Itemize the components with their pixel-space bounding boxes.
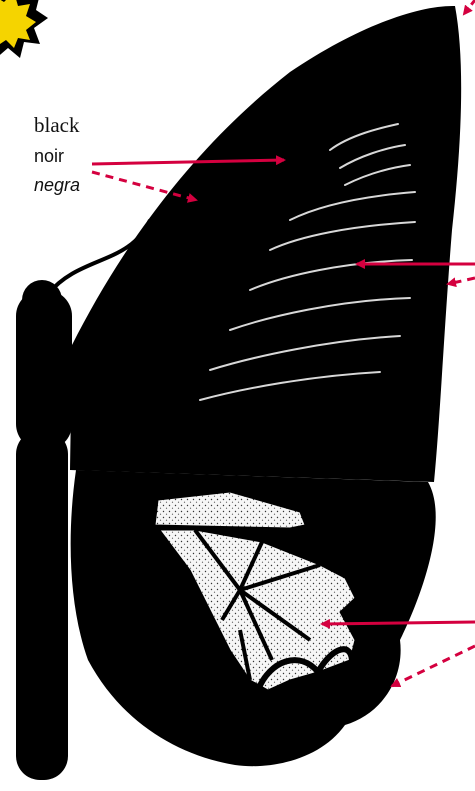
starburst-badge-icon <box>0 0 48 60</box>
arrow-hindwing-dashed <box>392 646 475 686</box>
label-spanish: negra <box>34 175 80 196</box>
body-abdomen <box>16 430 68 780</box>
label-french: noir <box>34 146 64 167</box>
label-english: black <box>34 113 79 137</box>
arrow-top-dashed <box>464 0 475 14</box>
arrow-edge-dashed <box>448 278 475 284</box>
arrow-spot-solid <box>322 622 475 624</box>
